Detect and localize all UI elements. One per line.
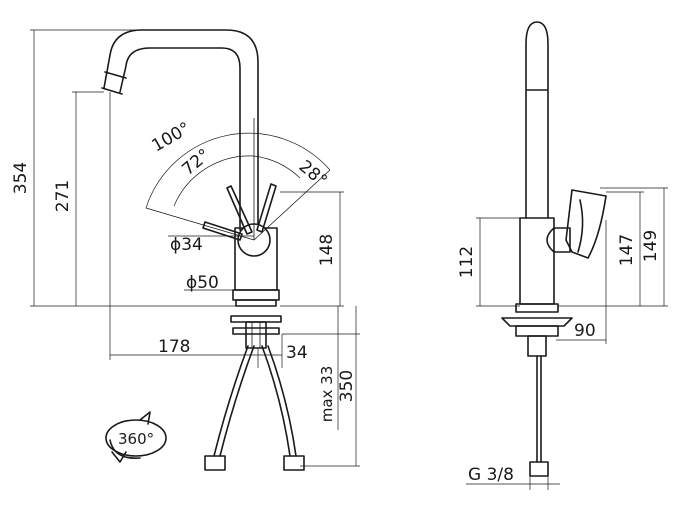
spout-nozzle — [101, 87, 123, 95]
dim-spout-reach: 178 — [158, 337, 190, 357]
dim-overall-height: 354 — [11, 162, 31, 194]
lever-handle-up — [226, 185, 253, 235]
rotate-arrow-icon: 360° — [105, 411, 167, 463]
hose-right — [261, 345, 291, 457]
hose-nut-left — [204, 455, 226, 471]
side-shank — [527, 335, 547, 357]
angle-secondary: 28° — [295, 157, 331, 192]
side-dim-body-height: 112 — [457, 246, 477, 278]
spout-ring — [104, 71, 127, 79]
side-dim-thread: G 3/8 — [468, 465, 514, 485]
side-mount-ring — [515, 325, 559, 337]
dim-body-diameter: ϕ50 — [186, 273, 219, 293]
dim-hose-length: 350 — [337, 370, 357, 402]
mount-washer-bottom — [232, 327, 280, 335]
arc-ray-right — [253, 169, 331, 241]
hose-right-edge — [267, 345, 297, 457]
dim-mount-offset: 34 — [286, 343, 308, 363]
side-view: 112 147 149 90 G 3/8 — [457, 21, 668, 490]
base-plate — [232, 289, 280, 301]
swivel-label: 360° — [118, 430, 154, 448]
lever-handle-right — [256, 183, 277, 233]
angle-total: 100° — [149, 119, 194, 157]
dim-body-height: 148 — [317, 234, 337, 266]
side-base — [515, 303, 559, 313]
arc-72 — [173, 155, 255, 207]
hose-left-edge — [219, 345, 255, 457]
arc-100 — [145, 132, 331, 209]
side-dim-lever-top: 149 — [641, 230, 661, 262]
hose-left — [213, 345, 249, 457]
side-lever-housing — [546, 227, 571, 253]
side-lever — [565, 189, 607, 259]
dim-max-deck: max 33 — [318, 366, 336, 423]
side-dim-lever-depth: 90 — [574, 321, 596, 341]
side-body — [519, 217, 555, 305]
side-lever-edge — [577, 199, 584, 253]
dim-spout-height: 271 — [53, 180, 73, 212]
base-ring — [235, 299, 277, 307]
arc-ray-left — [145, 207, 255, 241]
arc-28 — [253, 155, 301, 179]
hose-nut-right — [283, 455, 305, 471]
dim-lever-diameter: ϕ34 — [170, 235, 203, 255]
mount-shank — [245, 321, 267, 349]
side-mount-plate — [501, 317, 573, 327]
lever-handle-left — [202, 221, 243, 241]
front-view: 354 271 148 ϕ34 ϕ50 178 34 max 33 350 10… — [11, 29, 360, 471]
side-hose-nut — [529, 461, 549, 477]
side-dim-lever-height: 147 — [617, 234, 637, 266]
angle-main: 72° — [178, 145, 214, 180]
mount-washer-top — [230, 315, 282, 323]
side-spout — [525, 21, 549, 219]
